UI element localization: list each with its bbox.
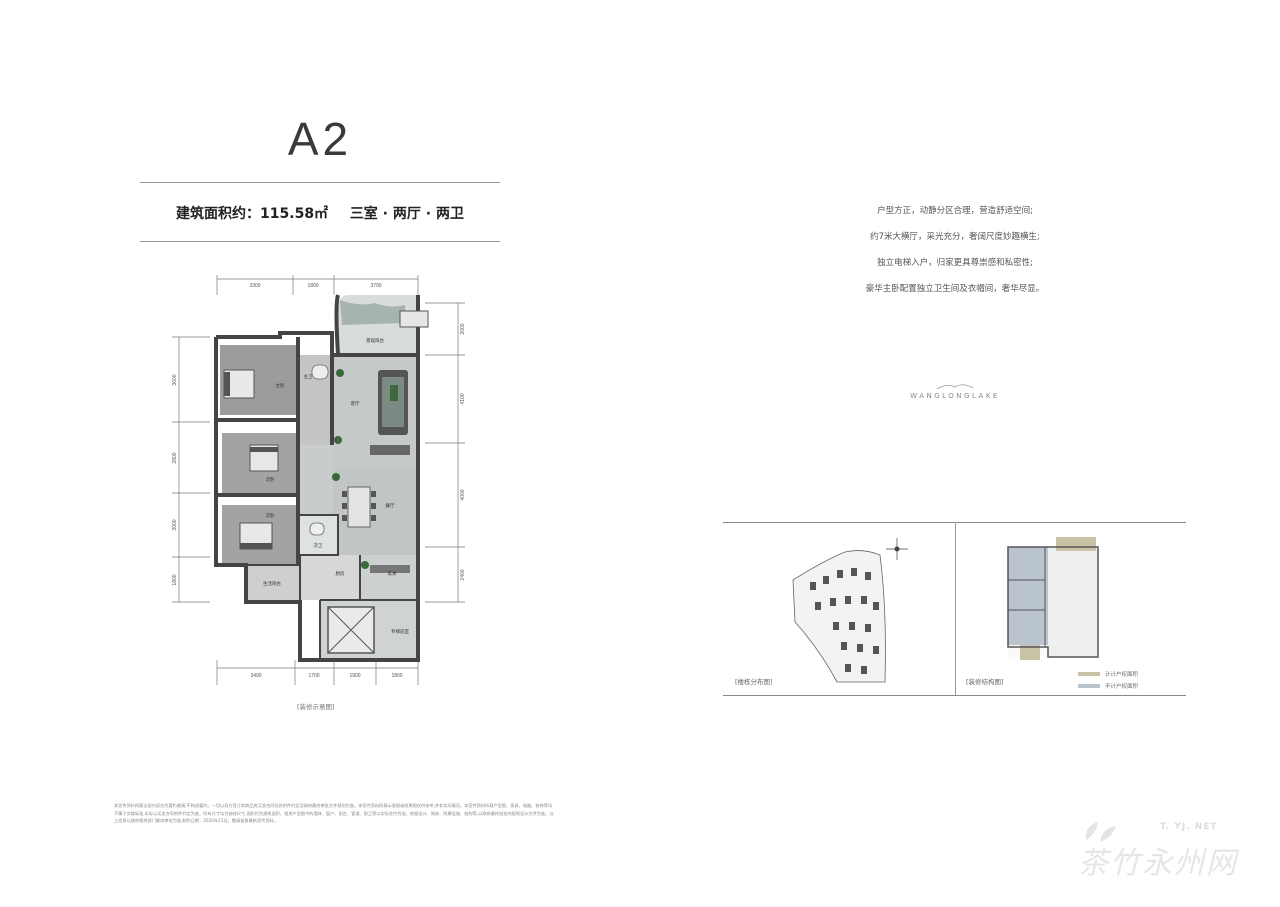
dim-top-0: 3300	[249, 283, 260, 289]
room-bath2: 次卫	[314, 542, 323, 549]
feature-item: 户型方正，动静分区合理，营造舒适空间;	[877, 206, 1033, 216]
maps-bottom-rule	[723, 695, 1186, 696]
watermark-url: T. YJ. NET	[1160, 822, 1218, 832]
room-entry: 玄关	[388, 570, 397, 577]
dim-bottom-2: 1900	[349, 673, 360, 679]
structure-map-label: [装修结构图]	[966, 676, 1004, 686]
room-kitchen: 厨房	[336, 570, 345, 577]
layout-label: 三室 · 两厅 · 两卫	[349, 206, 464, 222]
brand-name: WANGLONGLAKE	[910, 392, 1000, 400]
watermark-text: 茶竹永州网	[1078, 846, 1238, 881]
legend-item: 不计户权面积	[1078, 682, 1138, 690]
floor-plan: 3300 1800 3700 3400 1700 1900 1800 3600 …	[172, 275, 466, 685]
furniture	[223, 300, 429, 654]
legend-item: 计计户权面积	[1078, 670, 1138, 678]
room-laundry: 生活阳台	[263, 580, 281, 587]
site-map	[792, 538, 908, 683]
room-balcony: 景观阳台	[366, 337, 384, 344]
dim-right-1: 4100	[460, 393, 466, 404]
room-dining: 餐厅	[386, 502, 395, 509]
disclaimer: 本宣传资料所载全部内容仅为要约邀请,不构成要约。一切以双方签订的商品房买卖合同及…	[114, 803, 554, 823]
features-list: 户型方正，动静分区合理，营造舒适空间; 约7米大横厅，采光充分，奢阔尺度妙趣横生…	[800, 198, 1110, 302]
dim-right-0: 2000	[460, 323, 466, 334]
legend-swatch	[1078, 684, 1100, 688]
dim-right-2: 4000	[460, 489, 466, 500]
feature-item: 豪华主卧配置独立卫生间及衣帽间，奢华尽显。	[865, 284, 1045, 294]
plan-caption: [装修示意图]	[297, 703, 335, 711]
maps-top-rule	[723, 522, 1186, 523]
room-master: 主卧	[276, 382, 285, 389]
inner-walls	[246, 514, 418, 660]
room-bed3: 次卧	[266, 512, 275, 519]
dim-bottom-1: 1700	[308, 673, 319, 679]
dim-right-3: 2400	[460, 569, 466, 580]
room-bath-master: 主卫	[304, 373, 313, 380]
dim-bottom-0: 3400	[250, 673, 261, 679]
room-lift: 专梯前室	[391, 628, 409, 635]
dim-top-2: 3700	[370, 283, 381, 289]
divider-top	[140, 182, 500, 183]
feature-item: 独立电梯入户，归家更具尊崇感和私密性;	[877, 258, 1033, 268]
plan-title: A2	[287, 113, 353, 165]
legend-text: 不计户权面积	[1105, 684, 1139, 690]
legend-text: 计计户权面积	[1105, 672, 1139, 678]
room-bed2: 次卧	[266, 476, 275, 483]
dim-left-0: 3600	[172, 374, 178, 385]
divider-bottom	[140, 241, 500, 242]
legend: 计计户权面积 不计户权面积	[1078, 670, 1138, 690]
dim-top-1: 1800	[307, 283, 318, 289]
site-map-label: [楼栋分布图]	[735, 676, 773, 686]
area-label: 建筑面积约：115.58㎡	[176, 206, 329, 222]
maps-divider	[955, 522, 956, 695]
feature-item: 约7米大横厅，采光充分，奢阔尺度妙趣横生;	[870, 232, 1040, 242]
dim-bottom-3: 1800	[391, 673, 402, 679]
dim-left-1: 2800	[172, 452, 178, 463]
structure-map	[1007, 537, 1099, 660]
dim-left-3: 1800	[172, 574, 178, 585]
legend-swatch	[1078, 672, 1100, 676]
area-spec: 建筑面积约：115.58㎡ 三室 · 两厅 · 两卫	[140, 203, 500, 223]
leaf-logo-icon	[1085, 822, 1116, 842]
compass-icon	[886, 538, 908, 560]
dim-left-2: 3000	[172, 519, 178, 530]
room-living: 客厅	[351, 400, 360, 407]
brand-logo-icon	[936, 384, 974, 390]
